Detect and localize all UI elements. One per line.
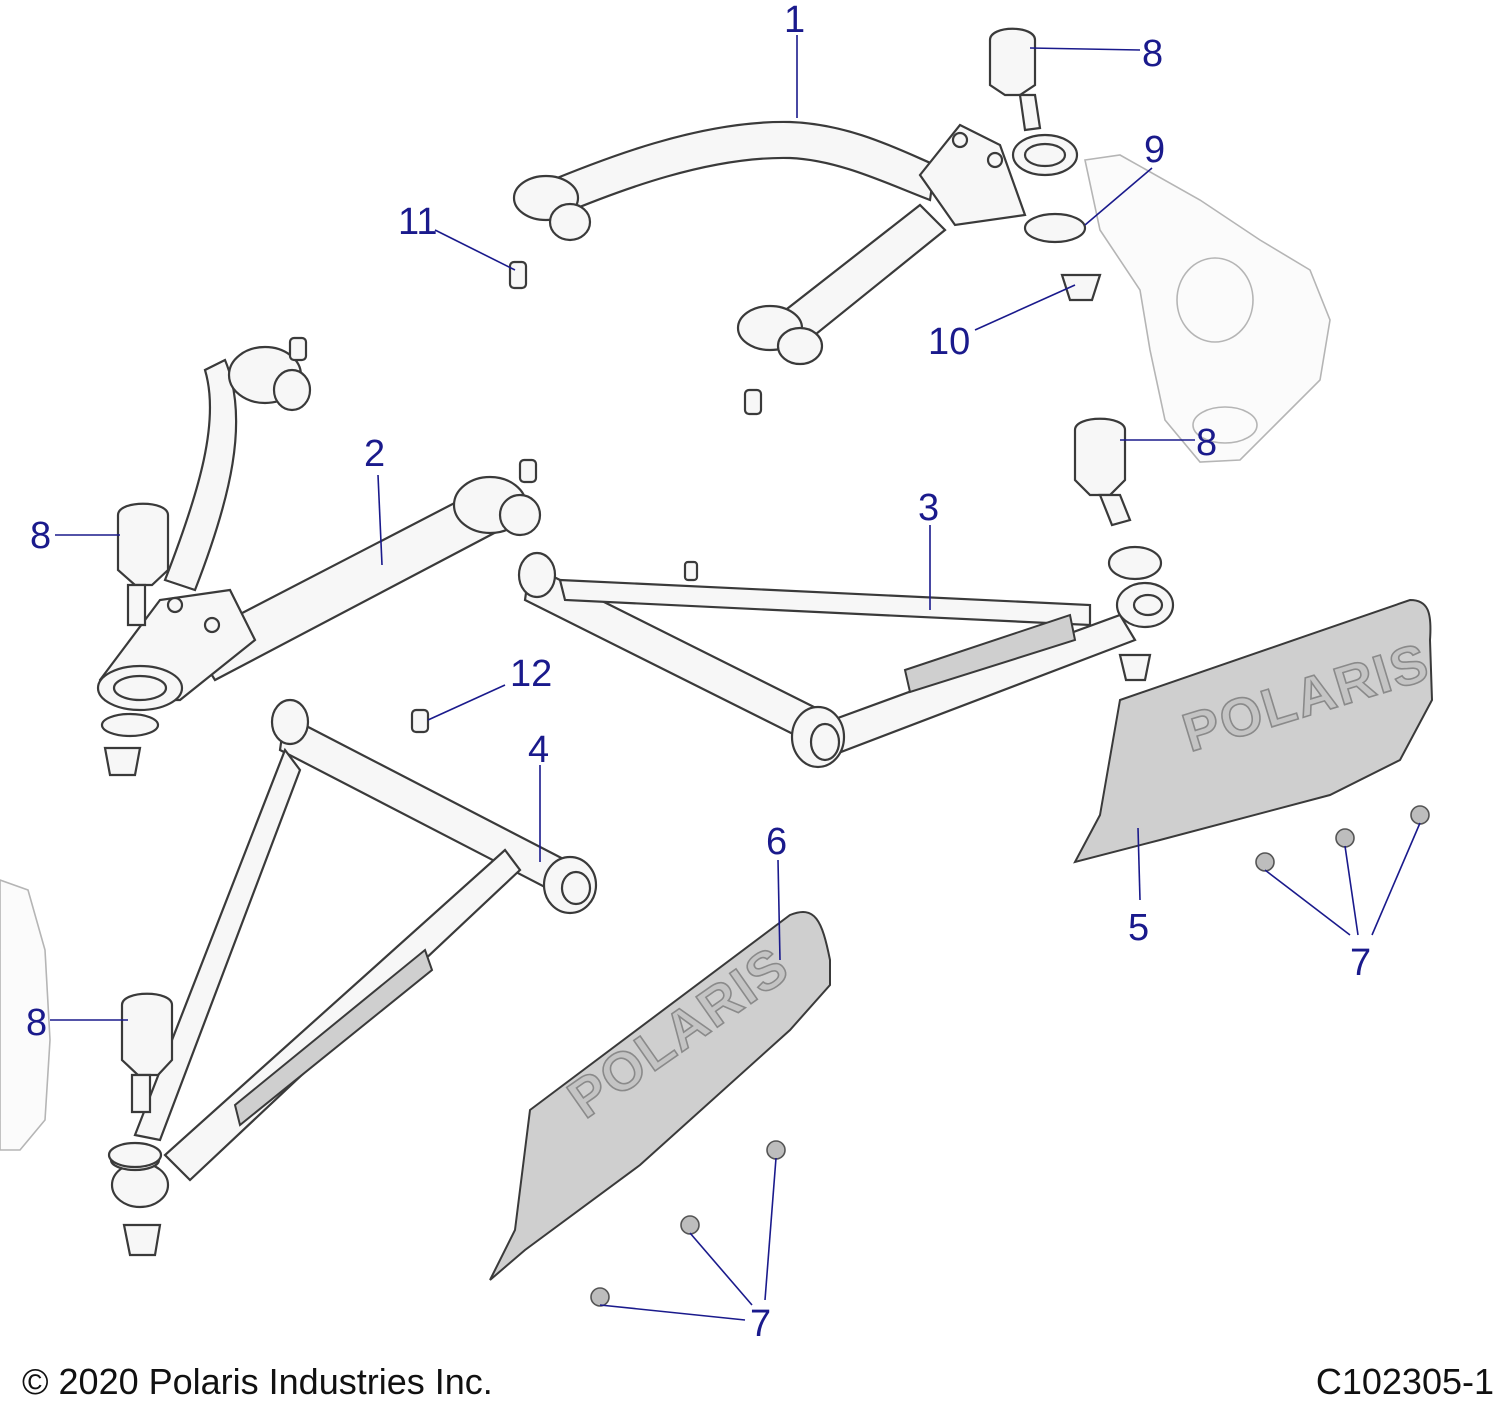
callout-9: 9 <box>1144 129 1165 171</box>
callout-1: 1 <box>784 0 805 41</box>
ball-joints <box>116 27 1132 1114</box>
callouts: 1 8 9 11 10 8 2 8 3 12 4 6 5 7 8 7 <box>26 0 1371 1345</box>
upper-a-arm <box>512 120 1079 366</box>
steering-knuckle-left <box>0 879 51 1151</box>
callout-12: 12 <box>510 653 552 695</box>
callout-7-right: 7 <box>1350 942 1371 984</box>
lower-a-arm-front <box>109 698 598 1209</box>
bushings <box>103 273 1152 1257</box>
callout-5: 5 <box>1128 907 1149 949</box>
drawing-number: C102305-1 <box>1315 1361 1494 1402</box>
copyright-notice: © 2020 Polaris Industries Inc. <box>22 1361 493 1402</box>
callout-6: 6 <box>766 821 787 863</box>
ball-joint-top <box>988 27 1042 132</box>
ball-joint-bottom <box>120 992 174 1114</box>
ball-joint-right <box>1073 417 1132 527</box>
leader-lines <box>50 35 1421 1321</box>
callout-8-bottom: 8 <box>26 1002 47 1044</box>
callout-10: 10 <box>928 321 970 363</box>
steering-knuckle-right <box>1084 154 1331 463</box>
callout-7-bottom: 7 <box>750 1303 771 1345</box>
lower-a-arm-left <box>96 345 542 712</box>
screws <box>590 805 1430 1307</box>
callout-8-top: 8 <box>1142 33 1163 75</box>
callout-2: 2 <box>364 433 385 475</box>
callout-8-right: 8 <box>1196 422 1217 464</box>
callout-3: 3 <box>918 487 939 529</box>
skid-plate-left: POLARIS <box>489 911 831 1281</box>
snap-rings <box>100 212 1163 1169</box>
lower-a-arm-right <box>517 551 1175 769</box>
callout-11: 11 <box>398 201 437 243</box>
callout-8-left: 8 <box>30 515 51 557</box>
callout-4: 4 <box>528 729 549 771</box>
grease-fittings <box>288 260 763 734</box>
ball-joint-left <box>116 502 170 627</box>
